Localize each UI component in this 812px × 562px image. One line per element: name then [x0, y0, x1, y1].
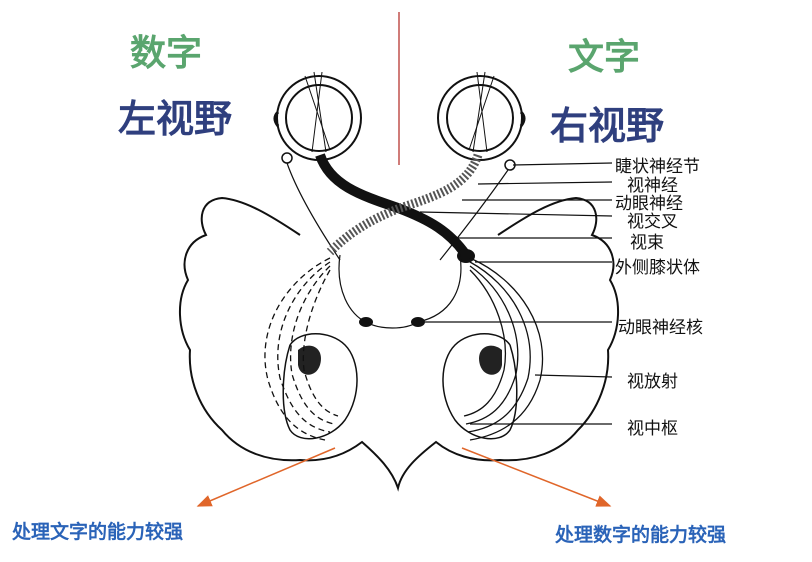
label-ciliary-ganglion: 睫状神经节: [615, 157, 700, 177]
brain-inner-right: [442, 333, 518, 440]
right-hemisphere-note: 处理数字的能力较强: [555, 524, 727, 546]
lateral-geniculate-body: [457, 249, 475, 263]
left-eye: [273, 71, 362, 161]
label-oculomotor-nerve: 动眼神经: [615, 194, 683, 214]
label-optic-tract: 视束: [630, 233, 664, 253]
label-optic-nerve: 视神经: [627, 176, 678, 196]
label-lateral-geniculate: 外侧膝状体: [615, 258, 700, 278]
left-subject-label: 数字: [130, 33, 203, 74]
midbrain-outline: [338, 254, 462, 329]
ventricle-left: [298, 345, 321, 375]
brain-inner-left: [282, 333, 358, 440]
label-optic-chiasm: 视交叉: [627, 212, 678, 232]
oculomotor-nerve-right: [439, 169, 509, 261]
right-field-label: 右视野: [550, 104, 665, 148]
optic-radiation-left: [264, 257, 339, 441]
ventricle-right: [479, 345, 502, 375]
label-leaders: [419, 162, 613, 425]
label-optic-radiation: 视放射: [627, 372, 678, 392]
optic-radiation-right: [463, 257, 544, 441]
left-field-label: 左视野: [118, 97, 233, 141]
label-oculomotor-nucleus: 动眼神经核: [618, 318, 703, 338]
label-visual-center: 视中枢: [627, 419, 678, 439]
left-hemisphere-note: 处理文字的能力较强: [12, 521, 184, 543]
ciliary-ganglion-left: [281, 152, 293, 164]
brain-outline: [178, 196, 620, 492]
right-eye: [437, 71, 526, 161]
right-subject-label: 文字: [568, 37, 641, 78]
optic-nerve-right: [326, 153, 483, 256]
arrow-to-left-note: [196, 447, 336, 507]
arrow-to-right-note: [461, 447, 612, 507]
